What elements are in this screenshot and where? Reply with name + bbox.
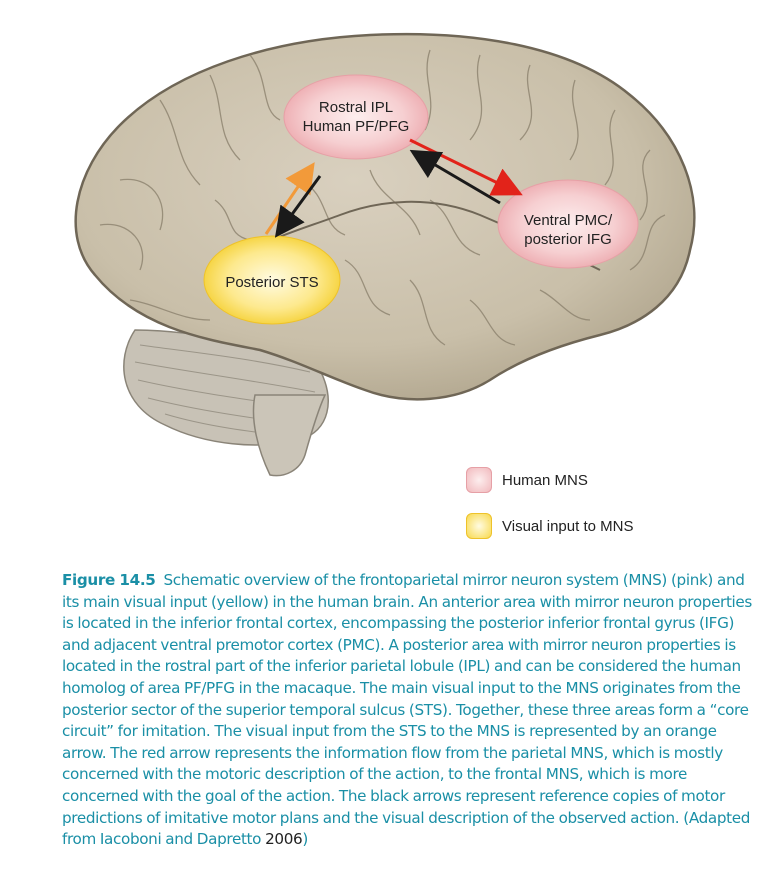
sulci [99,49,666,346]
posterior-sts-region [203,235,341,325]
rostral-ipl-line2: Human PF/PFG [302,118,410,135]
ventral-pmc-line1: Ventral PMC/ [523,212,613,229]
legend-label: Visual input to MNS [502,517,634,535]
posterior-sts-label: Posterior STS [225,274,319,291]
legend-swatch-yellow [466,513,492,539]
red-arrow [409,138,523,196]
caption-closing: ) [302,830,308,849]
brain-figure: Rostral IPL Human PF/PFG Ventral PMC/ po… [74,32,696,539]
ventral-pmc-region [497,179,639,269]
rostral-ipl-region [283,74,429,160]
legend-item-visual-input: Visual input to MNS [466,513,633,539]
black-arrow-pmc-to-ipl [409,149,501,205]
brainstem [252,394,327,477]
black-arrow-ipl-to-sts [274,175,322,238]
rostral-ipl-line1: Rostral IPL [318,99,394,116]
caption-text: Schematic overview of the frontoparietal… [62,571,752,849]
figure-number: Figure 14.5 [62,571,156,589]
legend-label: Human MNS [502,471,588,489]
caption-year: 2006 [265,830,303,849]
orange-arrow [264,162,315,235]
legend-item-human-mns: Human MNS [466,467,588,493]
brain-diagram [74,32,696,477]
legend-swatch-pink [466,467,492,493]
ventral-pmc-line2: posterior IFG [524,231,612,248]
rostral-ipl-label: Rostral IPL Human PF/PFG [296,98,416,136]
figure-caption: Figure 14.5 Schematic overview of the fr… [62,570,762,851]
ventral-pmc-label: Ventral PMC/ posterior IFG [508,211,628,249]
